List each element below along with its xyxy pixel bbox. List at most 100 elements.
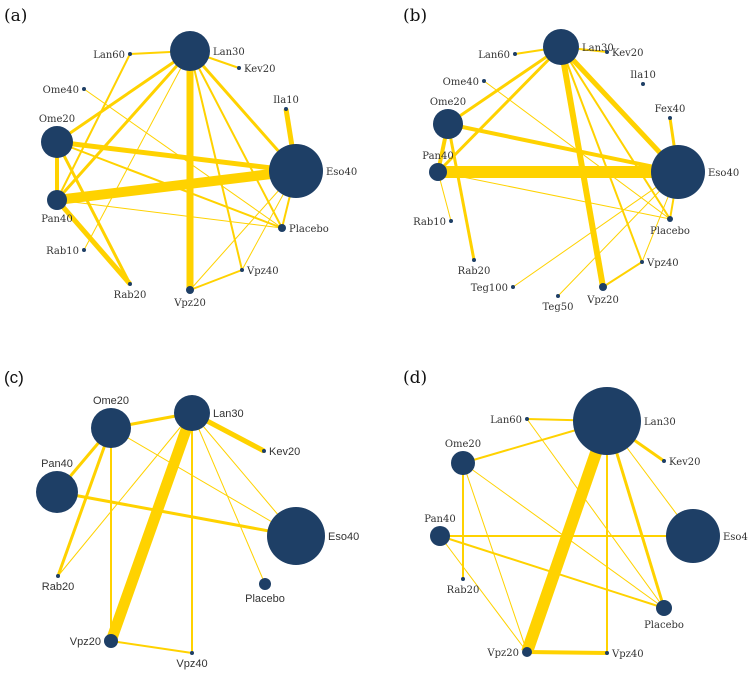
nodes-c: Ome20Lan30Kev20Pan40Eso40Rab20PlaceboVpz… [36, 395, 359, 670]
node-placebo [667, 216, 673, 222]
edges-b [436, 45, 680, 297]
node-vpz20 [599, 283, 607, 291]
edge-pan40-placebo [56, 199, 283, 229]
node-fex40 [668, 116, 672, 120]
edge-lan30-ome20 [56, 49, 191, 144]
node-label-lan30: Lan30 [582, 43, 614, 54]
node-eso40 [651, 145, 705, 199]
node-rab20 [56, 574, 60, 578]
node-label-vpz40: Vpz40 [176, 658, 207, 670]
edge-eso40-teg100 [512, 171, 679, 288]
node-label-vpz20: Vpz20 [486, 648, 519, 659]
node-placebo [259, 578, 271, 590]
node-rab10 [82, 248, 86, 252]
node-lan30 [170, 31, 210, 71]
node-label-rab20: Rab20 [447, 585, 480, 596]
node-label-lan60: Lan60 [93, 50, 125, 61]
node-rab20 [472, 258, 476, 262]
node-rab20 [461, 577, 465, 581]
node-label-pan40: Pan40 [41, 214, 72, 225]
node-vpz40 [190, 651, 194, 655]
node-label-kev20: Kev20 [244, 64, 276, 75]
edge-pan40-rab20 [55, 198, 132, 286]
node-label-ome40: Ome40 [43, 85, 79, 96]
edge-ome20-vpz20 [462, 462, 528, 653]
edge-lan60-pan40 [56, 53, 131, 201]
node-eso40 [269, 144, 323, 198]
edge-eso40-teg50 [557, 171, 679, 297]
edge-lan30-vpz20 [105, 411, 198, 643]
edge-vpz20-vpz40 [602, 261, 643, 288]
node-pan40 [429, 163, 447, 181]
edge-ome20-eso40 [56, 139, 297, 174]
node-label-rab10: Rab10 [46, 246, 79, 257]
node-ome20 [451, 451, 475, 475]
node-label-teg50: Teg50 [543, 302, 574, 313]
node-label-ome20: Ome20 [39, 114, 75, 125]
node-vpz20 [186, 286, 194, 294]
node-label-vpz20: Vpz20 [586, 295, 619, 306]
edge-lan30-placebo [189, 50, 283, 229]
node-ome40 [82, 87, 86, 91]
node-kev20 [262, 449, 266, 453]
edges-c [55, 410, 297, 654]
edge-lan30-eso40 [559, 45, 680, 174]
node-label-lan30: Lan30 [213, 47, 245, 58]
node-ome20 [91, 408, 131, 448]
panel-label-a: (a) [4, 6, 27, 26]
node-label-lan60: Lan60 [478, 50, 510, 61]
node-label-vpz40: Vpz40 [646, 258, 679, 269]
node-label-rab10: Rab10 [413, 217, 446, 228]
node-vpz40 [640, 260, 644, 264]
node-label-ila10: Ila10 [630, 70, 656, 81]
node-label-placebo: Placebo [650, 226, 690, 237]
edge-lan30-pan40 [55, 50, 192, 201]
node-pan40 [430, 526, 450, 546]
node-kev20 [237, 66, 241, 70]
node-label-placebo: Placebo [289, 224, 329, 235]
node-pan40 [36, 471, 78, 513]
node-label-eso40: Eso40 [328, 531, 359, 543]
edges-a [55, 49, 299, 291]
edge-vpz20-vpz40 [110, 640, 193, 654]
node-label-vpz20: Vpz20 [70, 636, 101, 648]
panel-label-c: (c) [4, 368, 24, 387]
edge-lan30-pan40 [436, 45, 563, 174]
node-placebo [278, 224, 286, 232]
edge-ome20-rab20 [55, 141, 132, 285]
nodes-d: Lan30Lan60Kev20Ome20Pan40Eso40Rab20Place… [424, 387, 748, 660]
edge-ome20-eso40 [447, 122, 679, 174]
node-label-teg100: Teg100 [471, 283, 508, 294]
node-label-pan40: Pan40 [424, 514, 455, 525]
node-label-pan40: Pan40 [41, 458, 73, 470]
edge-lan30-placebo [191, 412, 266, 585]
node-pan40 [47, 190, 67, 210]
node-lan30 [174, 395, 210, 431]
node-label-placebo: Placebo [644, 620, 684, 631]
node-ila10 [641, 82, 645, 86]
node-label-rab20: Rab20 [42, 581, 74, 593]
node-label-pan40: Pan40 [422, 151, 453, 162]
node-teg100 [511, 285, 515, 289]
edges-d [439, 418, 694, 655]
edge-lan30-rab20 [57, 412, 193, 577]
edge-vpz20-vpz40 [189, 269, 243, 291]
node-eso40 [267, 507, 325, 565]
panel-label-d: (d) [403, 368, 427, 388]
edge-ome20-rab20 [56, 427, 113, 577]
node-label-eso40: Eso40 [723, 532, 748, 543]
node-kev20 [605, 50, 609, 54]
node-label-ome20: Ome20 [430, 97, 466, 108]
node-label-ila10: Ila10 [273, 95, 299, 106]
node-label-lan60: Lan60 [490, 415, 522, 426]
panel-d: (d) Lan30Lan60Kev20Ome20Pan40Eso40Rab20P… [403, 368, 748, 660]
node-label-lan30: Lan30 [644, 417, 676, 428]
node-rab10 [449, 219, 453, 223]
node-label-rab20: Rab20 [114, 290, 147, 301]
node-kev20 [662, 459, 666, 463]
edge-ome20-rab20 [446, 123, 476, 261]
node-label-eso40: Eso40 [326, 167, 357, 178]
